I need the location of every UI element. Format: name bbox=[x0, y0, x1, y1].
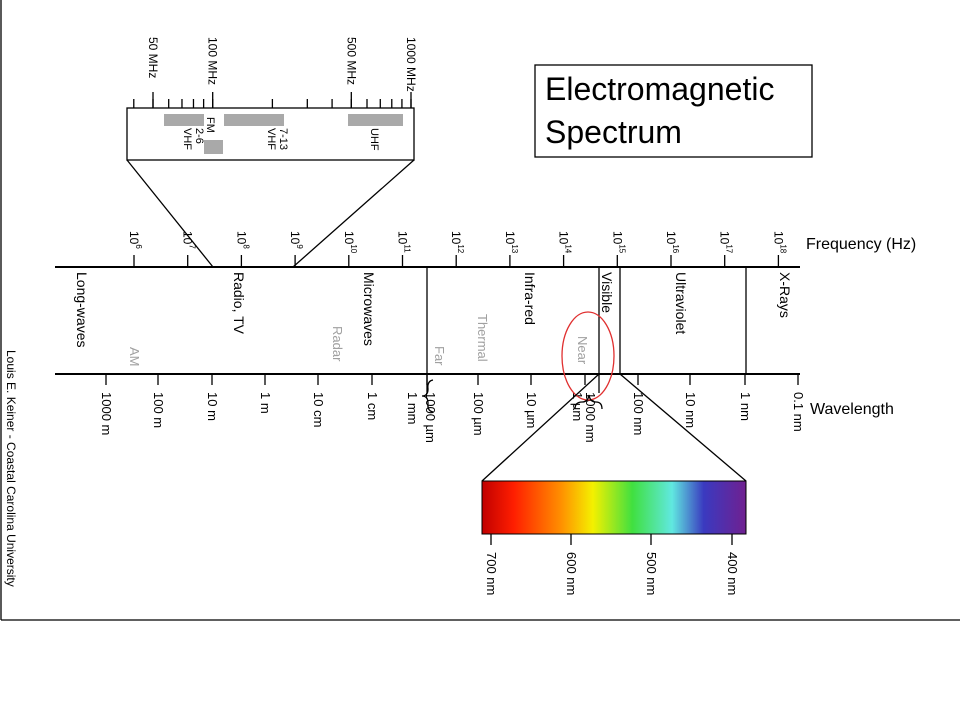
visible-inset-connector-left bbox=[481, 373, 600, 482]
subregion-am: AM bbox=[127, 347, 142, 367]
band-vhf-low-bar bbox=[164, 114, 204, 126]
frequency-tick-label: 1016 bbox=[664, 231, 680, 254]
visible-tick-label: 600 nm bbox=[564, 552, 579, 595]
wavelength-tick-label: 10 cm bbox=[311, 392, 326, 427]
band-uhf-label: UHF bbox=[368, 128, 380, 151]
wavelength-tick-label: 1000 µm bbox=[423, 392, 438, 443]
wavelength-tick-label: 1 cm bbox=[365, 392, 380, 420]
wavelength-tick-label: 100 m bbox=[151, 392, 166, 428]
visible-tick-label: 400 nm bbox=[725, 552, 740, 595]
band-uhf-bar bbox=[348, 114, 403, 126]
region-infra-red: Infra-red bbox=[522, 272, 538, 325]
wavelength-tick-label: 100 µm bbox=[471, 392, 486, 436]
wavelength-tick-label: 10 nm bbox=[683, 392, 698, 428]
band-vhf-high-bar bbox=[224, 114, 284, 126]
frequency-axis-label: Frequency (Hz) bbox=[806, 236, 916, 253]
wavelength-tick-label: 10 m bbox=[205, 392, 220, 421]
wavelength-tick-label: 1 m bbox=[258, 392, 273, 414]
visible-spectrum-bar bbox=[481, 480, 747, 535]
subregion-radar: Radar bbox=[330, 326, 345, 362]
visible-inset-connector-right bbox=[619, 373, 747, 482]
wavelength-tick-label: 100 nm bbox=[631, 392, 646, 435]
wavelength-tick-label: 1000 nm bbox=[583, 392, 598, 443]
wavelength-axis-label: Wavelength bbox=[810, 401, 894, 418]
radio-inset-ticks: 50 MHz 100 MHz 500 MHz 1000 MHz bbox=[133, 37, 418, 108]
wavelength-tick-label: 0.1 nm bbox=[791, 392, 806, 432]
frequency-tick-label: 1018 bbox=[771, 231, 787, 254]
near-ir-brace bbox=[574, 394, 603, 410]
subregion-thermal: Thermal bbox=[475, 314, 490, 362]
frequency-tick-label: 106 bbox=[127, 231, 143, 249]
radio-inset-tick-label: 100 MHz bbox=[206, 37, 220, 85]
frequency-tick-label: 107 bbox=[181, 231, 197, 249]
region-x-rays: X-Rays bbox=[777, 272, 793, 318]
frequency-tick-label: 1014 bbox=[557, 231, 573, 254]
wavelength-tick-label: 1 nm bbox=[738, 392, 753, 421]
frequency-tick-label: 1013 bbox=[503, 231, 519, 254]
near-infrared-highlight bbox=[561, 311, 615, 401]
radio-inset-connector-left bbox=[126, 159, 214, 268]
wavelength-tick-label: 10 µm bbox=[524, 392, 539, 428]
frequency-tick-label: 1011 bbox=[396, 231, 412, 253]
frequency-tick-label: 1010 bbox=[342, 231, 358, 254]
radio-inset-tick-label: 50 MHz bbox=[146, 37, 160, 78]
visible-tick-label: 500 nm bbox=[644, 552, 659, 595]
title-line-2: Spectrum bbox=[545, 114, 682, 150]
region-long-waves: Long-waves bbox=[74, 272, 90, 348]
band-fm-bar bbox=[204, 140, 223, 154]
band-fm-label: FM bbox=[204, 117, 216, 133]
radio-inset-connector-right bbox=[292, 159, 415, 268]
visible-inset-ticks: 700 nm 600 nm 500 nm 400 nm bbox=[484, 534, 740, 595]
wavelength-tick-label: 1 mm bbox=[405, 392, 420, 425]
frequency-tick-label: 109 bbox=[288, 231, 304, 249]
region-ultraviolet: Ultraviolet bbox=[673, 272, 689, 334]
frequency-tick-label: 1015 bbox=[610, 231, 626, 254]
region-radio-tv: Radio, TV bbox=[231, 272, 247, 335]
frequency-tick-label: 1012 bbox=[449, 231, 465, 254]
far-ir-brace bbox=[421, 379, 434, 413]
frequency-tick-label: 108 bbox=[234, 231, 250, 249]
frequency-tick-label: 1017 bbox=[718, 231, 734, 254]
title-box bbox=[534, 64, 813, 158]
title-line-1: Electromagnetic bbox=[545, 71, 774, 107]
frequency-ticks: 106 107 108 109 1010 1011 1012 1013 1014 1015 1016… bbox=[127, 231, 787, 267]
visible-tick-label: 700 nm bbox=[484, 552, 499, 595]
region-visible: Visible bbox=[599, 272, 615, 313]
credit-text: Louis E. Keiner - Coastal Carolina Unive… bbox=[4, 350, 18, 587]
radio-inset-tick-label: 1000 MHz bbox=[404, 37, 418, 92]
radio-inset-tick-label: 500 MHz bbox=[344, 37, 358, 85]
subregion-near: Near bbox=[575, 336, 590, 365]
region-microwaves: Microwaves bbox=[361, 272, 377, 346]
band-vhf-high-label: VHF7-13 bbox=[265, 128, 289, 150]
subregion-far: Far bbox=[432, 346, 447, 366]
wavelength-tick-label: 1000 m bbox=[99, 392, 114, 435]
band-vhf-low-label: VHF2-6 bbox=[181, 128, 205, 150]
